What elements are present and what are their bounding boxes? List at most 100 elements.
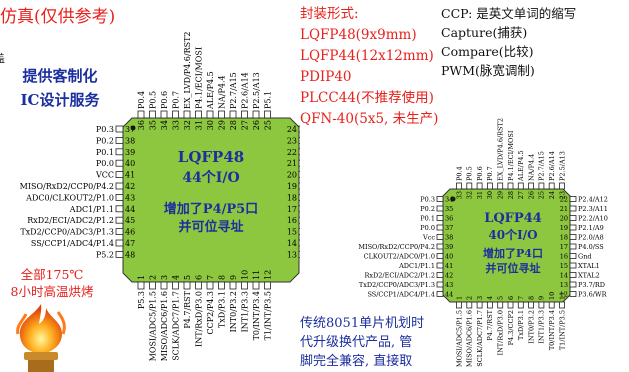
c44-pin-label: MISO/ADC6/P1.6 [466, 310, 474, 367]
c48-pin-number: 19 [287, 182, 297, 191]
c48-pin-number: 31 [195, 120, 204, 130]
c48-pin-label: MOSI/ADC5/P1.5 [149, 291, 158, 361]
c44-pin-number: 40 [445, 252, 453, 260]
c48-pin-pad [241, 110, 248, 119]
c48-pin-label: RxD2/ECI/ADC2/P1.2 [27, 216, 114, 225]
c44-pin-label: Gnd [578, 252, 592, 260]
c44-pin-number: 3 [476, 296, 484, 300]
c44-pin-number: 36 [445, 214, 453, 222]
c48-pin-pad [298, 148, 300, 156]
c48-pin-pad [115, 205, 124, 213]
c48-pin-label: SCLK/ADC7/P1.7 [172, 291, 181, 361]
c44-pin-label: INT/RxD/P3.0 [496, 310, 504, 355]
c48-pin-label: P4.1/ECI/MOSI [195, 47, 204, 109]
c48-pin-number: 13 [287, 250, 297, 259]
c48-pin-pad [298, 159, 300, 167]
c48-pin-label: CCP2/P4.3 [206, 291, 215, 335]
c48-pin-pad [206, 110, 214, 119]
c44-pin-pad [497, 182, 504, 190]
c44-pin-label: P2.4/A12 [578, 195, 608, 203]
c48-pin-pad [115, 250, 124, 258]
c44-pin-pad [466, 182, 473, 190]
c44-pin-number: 33 [455, 191, 463, 199]
c48-pin-pad [298, 182, 300, 190]
c48-pin-number: 14 [287, 239, 297, 248]
c48-chip-body [122, 117, 300, 283]
c44-pin-label: P3.6/WR [578, 290, 608, 298]
c44-pin-number: 26 [527, 191, 535, 199]
c44-pin-label: P0.7 [486, 166, 494, 181]
chip48-io: 44个I/O [182, 169, 239, 186]
c48-pin-label: P5.2 [96, 250, 114, 259]
c48-pin-number: 37 [125, 125, 135, 134]
c48-pin-label: P2.6/A14 [241, 72, 250, 109]
package-item: LQFP48(9x9mm) [300, 27, 417, 43]
c48-pin-label: TxD/P3.1 [218, 291, 227, 328]
c44-pin-pad [517, 301, 524, 309]
c44-pin-pad [486, 301, 493, 309]
c44-pin-pad [538, 182, 545, 190]
c44-pin-number: 16 [560, 252, 568, 260]
c48-pin-pad [195, 281, 202, 290]
c44-pin-pad [569, 253, 577, 259]
c44-pin-pad [569, 281, 577, 288]
c44-pin-number: 44 [445, 290, 453, 298]
c48-pin-number: 35 [149, 120, 158, 130]
c44-pin-number: 30 [486, 191, 494, 199]
c44-pin-number: 7 [517, 296, 525, 300]
c44-pin-pad [436, 196, 444, 202]
c44-pin-number: 32 [466, 191, 474, 199]
c48-pin-number: 1 [137, 275, 146, 280]
c48-pin-pad [149, 110, 156, 119]
c44-pin-number: 20 [560, 214, 568, 222]
c48-pin-pad [183, 110, 191, 119]
c48-pin-number: 12 [264, 270, 273, 280]
c48-pin-pad [137, 110, 145, 119]
c44-pin-label: P0.0 [420, 224, 435, 232]
c48-pin-label: INT1/P3.3 [241, 291, 250, 332]
c44-pin-number: 18 [560, 233, 568, 241]
c48-pin-number: 16 [287, 216, 297, 225]
c44-pin-label: P2.3/A11 [578, 205, 608, 213]
c48-pin-label: P5.1 [264, 91, 273, 109]
c48-pin-label: MISO/RxD2/CCP0/P4.2 [20, 182, 114, 191]
c44-pin-pad [436, 281, 444, 288]
c44-pin-number: 15 [560, 262, 568, 270]
c48-pin-pad [298, 171, 300, 179]
c48-pin-number: 30 [206, 120, 215, 130]
c44-pin-label: P0.4 [455, 166, 463, 181]
ccp-notes: CCP: 是英文单词的缩写 Capture(捕获) Compare(比较) PW… [441, 4, 576, 80]
traditional-note-line: 代升级换代产品, 管 [300, 335, 413, 350]
c44-pin-pad [456, 182, 462, 190]
c48-pin-number: 18 [287, 193, 297, 202]
c48-pin-number: 29 [218, 120, 227, 130]
c48-pin-pad [115, 216, 124, 224]
c48-pin-number: 9 [229, 275, 238, 280]
c48-pin-pad [241, 281, 248, 290]
c44-pin-number: 25 [538, 191, 546, 199]
c44-pin-pad [436, 272, 444, 278]
c44-pin-label: P2.5/A13 [558, 151, 566, 181]
traditional-note-line: 传统8051单片机划时 [300, 316, 425, 331]
c44-pin-label: EX_LVD/P4.6/RST2 [496, 118, 504, 181]
c44-pin-number: 39 [445, 243, 453, 251]
c44-pin-label: XTAL1 [578, 262, 600, 270]
c44-pin-label: MOSI/ADC5/P1.5 [455, 310, 463, 367]
high-temp-text: 全部175℃ 8小时高温烘烤 [0, 266, 104, 300]
c44-pin-number: 31 [476, 191, 484, 199]
c44-pin-label: P2.2/A10 [578, 214, 608, 222]
c48-pin-number: 15 [287, 228, 297, 237]
c44-pin-label: T1/INT/P3.5 [558, 310, 566, 350]
c48-pin-pad [115, 239, 124, 247]
c44-pin-label: P2.0/A8 [578, 233, 604, 241]
c44-pin-pad [436, 291, 444, 297]
c48-pin-label: TxD2/CCP0/ADC3/P1.3 [20, 228, 114, 237]
c44-pin-pad [436, 253, 444, 259]
c44-pin-label: P3.7/RD [578, 281, 605, 289]
c48-pin-pad [298, 193, 300, 201]
c48-pin-label: EX_LVD/P4.6/RST2 [183, 31, 192, 109]
c44-pin-pad [559, 182, 565, 190]
package-list: 封装形式: LQFP48(9x9mm) LQFP44(12x12mm) PDIP… [300, 4, 438, 130]
c44-pin-label: XTAL2 [578, 271, 600, 279]
c48-pin-number: 22 [287, 148, 297, 157]
